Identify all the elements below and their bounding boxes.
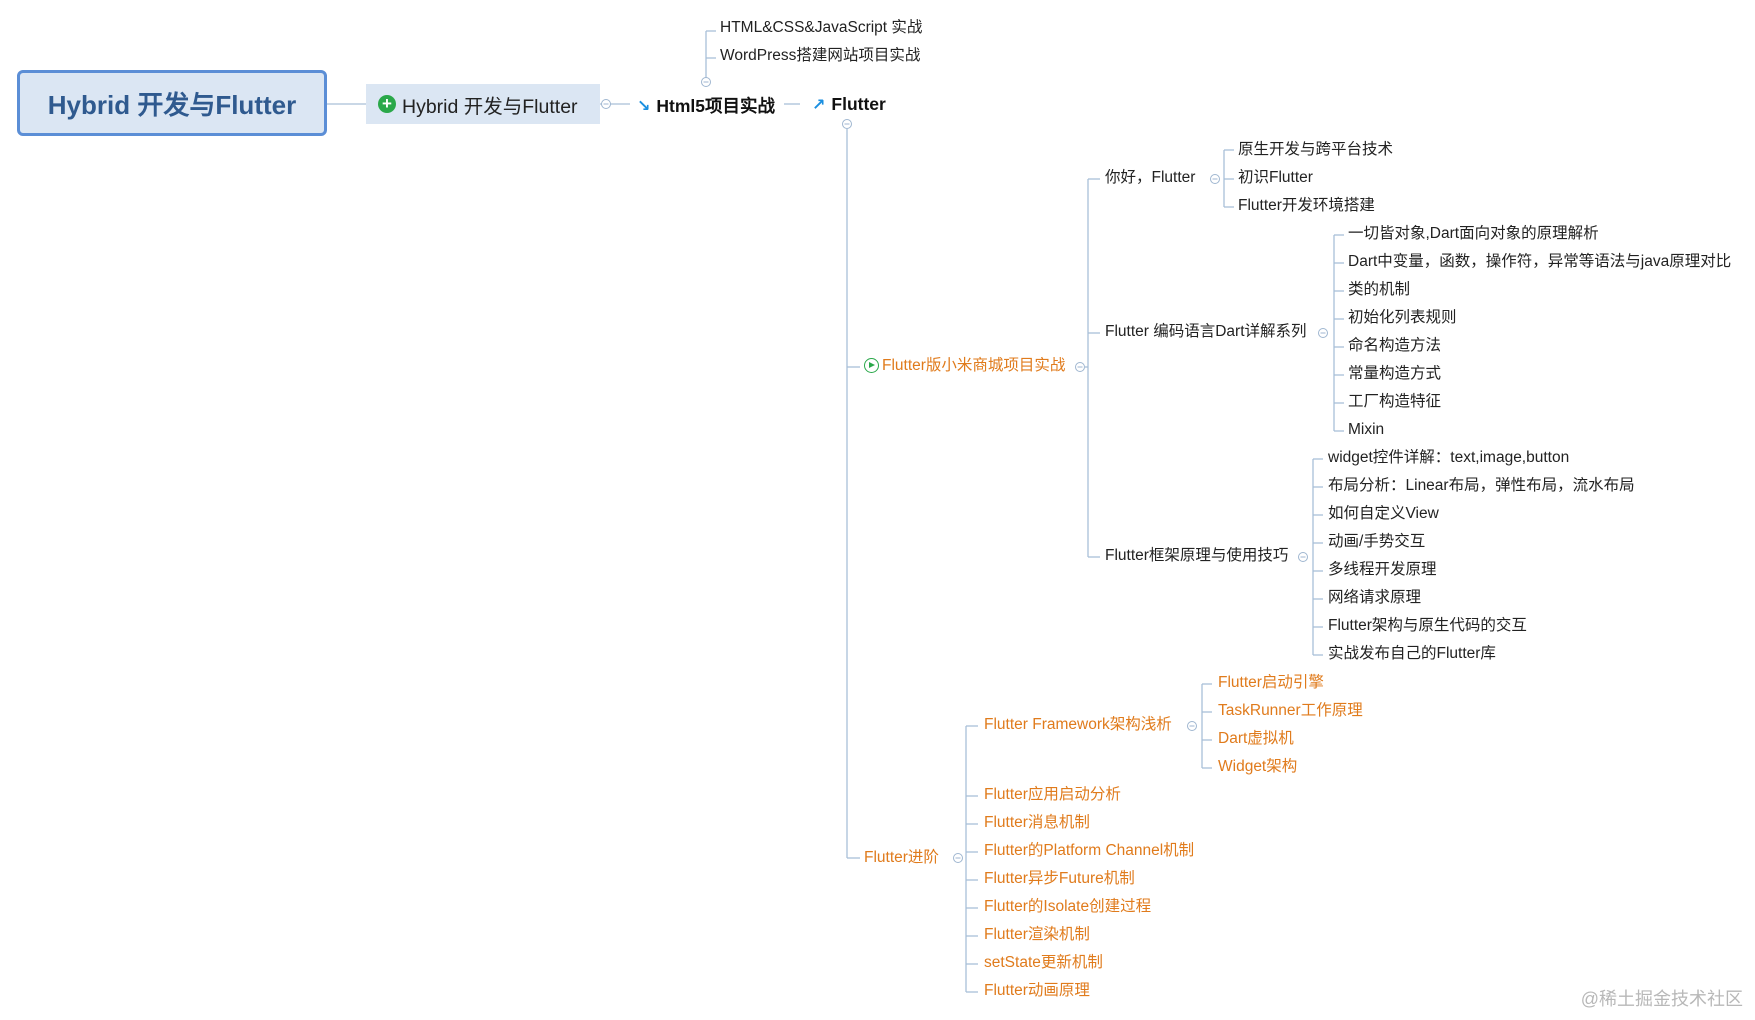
topic-dart-child[interactable]: Mixin [1348,421,1385,438]
topic-flutter[interactable]: ↗ Flutter [812,94,886,115]
topic-advanced[interactable]: Flutter进阶 [864,849,939,866]
topic-html5[interactable]: ↘ Html5项目实战 [637,93,775,118]
topic-advanced-child[interactable]: Flutter动画原理 [984,982,1090,999]
topic-advanced-child[interactable]: Flutter的Isolate创建过程 [984,898,1152,915]
topic-framework-child[interactable]: Flutter架构与原生代码的交互 [1328,617,1527,634]
topic-hello-child[interactable]: Flutter开发环境搭建 [1238,197,1375,214]
watermark: @稀土掘金技术社区 [1580,989,1743,1009]
topic-hybrid[interactable]: + Hybrid 开发与Flutter [366,84,600,124]
topic-hello-child[interactable]: 原生开发与跨平台技术 [1238,141,1394,158]
topic-advanced-child[interactable]: Flutter应用启动分析 [984,786,1121,803]
root-topic[interactable]: Hybrid 开发与Flutter [17,70,327,136]
topic-framework-child[interactable]: widget控件详解：text,image,button [1328,449,1570,466]
topic-hello-child[interactable]: 初识Flutter [1238,169,1313,186]
topic-html5-child[interactable]: WordPress搭建网站项目实战 [720,47,921,64]
topic-dart-child[interactable]: 工厂构造特征 [1348,393,1442,410]
arrow-up-right-icon: ↗ [812,96,826,114]
topic-fw-arch-child[interactable]: Flutter启动引擎 [1218,674,1324,691]
topic-advanced-child[interactable]: Flutter消息机制 [984,814,1090,831]
topic-hello[interactable]: 你好，Flutter [1105,169,1196,186]
topic-dart-child[interactable]: 命名构造方法 [1348,337,1442,354]
topic-framework[interactable]: Flutter框架原理与使用技巧 [1105,547,1289,564]
topic-advanced-child[interactable]: Flutter异步Future机制 [984,870,1135,887]
topic-mall-label: Flutter版小米商城项目实战 [882,357,1066,374]
topic-framework-child[interactable]: 如何自定义View [1328,505,1439,522]
topic-dart-child[interactable]: 一切皆对象,Dart面向对象的原理解析 [1348,225,1599,242]
topic-dart-child[interactable]: 常量构造方式 [1348,365,1442,382]
topic-framework-child[interactable]: 实战发布自己的Flutter库 [1328,645,1496,662]
topic-html5-child[interactable]: HTML&CSS&JavaScript 实战 [720,19,923,36]
topic-dart-child[interactable]: Dart中变量，函数，操作符，异常等语法与java原理对比 [1348,253,1732,270]
topic-dart[interactable]: Flutter 编码语言Dart详解系列 [1105,323,1307,340]
arrow-down-right-icon: ↘ [637,97,651,115]
topic-advanced-child[interactable]: Flutter渲染机制 [984,926,1090,943]
topic-framework-child[interactable]: 多线程开发原理 [1328,561,1437,578]
topic-hybrid-label: Hybrid 开发与Flutter [402,95,578,118]
topic-dart-child[interactable]: 类的机制 [1348,281,1411,298]
topic-framework-child[interactable]: 网络请求原理 [1328,589,1422,606]
topic-fw-arch[interactable]: Flutter Framework架构浅析 [984,716,1172,733]
play-icon [864,358,879,374]
topic-advanced-child[interactable]: setState更新机制 [984,954,1103,971]
topic-fw-arch-child[interactable]: TaskRunner工作原理 [1218,702,1363,719]
topic-dart-child[interactable]: 初始化列表规则 [1348,309,1457,326]
topic-framework-child[interactable]: 布局分析：Linear布局，弹性布局，流水布局 [1328,477,1635,494]
topic-framework-child[interactable]: 动画/手势交互 [1328,533,1426,550]
topic-fw-arch-child[interactable]: Widget架构 [1218,758,1298,775]
topic-flutter-label: Flutter [831,94,886,114]
topic-mall[interactable]: Flutter版小米商城项目实战 [864,357,1065,375]
add-icon: + [378,95,396,113]
topic-advanced-child[interactable]: Flutter的Platform Channel机制 [984,842,1195,859]
root-topic-label: Hybrid 开发与Flutter [47,89,297,120]
topic-fw-arch-child[interactable]: Dart虚拟机 [1218,730,1294,747]
topic-html5-label: Html5项目实战 [656,96,776,116]
